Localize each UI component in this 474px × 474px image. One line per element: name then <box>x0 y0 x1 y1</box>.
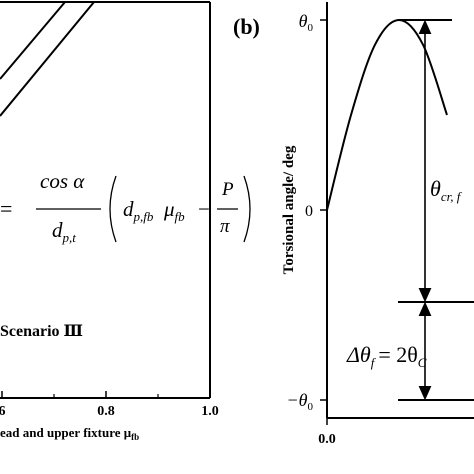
delta-theta-label-rhs-sub: C <box>418 355 427 370</box>
equation-numerator: cos α <box>40 169 85 193</box>
panel-b-ytick-label-top: θ0 <box>299 11 314 34</box>
equation-lhs: = <box>0 196 12 221</box>
panel-a-xtick-label-1: 0.8 <box>97 404 115 419</box>
delta-theta-label-rhs: = 2θ <box>378 342 417 367</box>
theta-cr-label-bg <box>429 170 474 208</box>
equation-paren-right <box>243 175 251 243</box>
equation-denominator-sub: p,t <box>62 230 77 245</box>
theta-cr-label: θcr, f <box>430 176 463 204</box>
equation-term2-main: μ <box>163 197 175 221</box>
equation-paren-left <box>109 175 117 243</box>
equation-denominator: dp,t <box>52 218 76 245</box>
panel-b-ytick-top-main: θ <box>299 11 308 31</box>
panel-b-ytick-top-sub: 0 <box>308 22 314 34</box>
panel-b: (b) θ0 0 −θ0 Torsional angle/ deg 0.0 <box>233 2 474 447</box>
panel-b-ytick-label-bottom: −θ0 <box>287 390 314 413</box>
delta-theta-label-main: Δθ <box>346 342 371 367</box>
equation-frac2-num: P <box>221 179 234 200</box>
equation-term2: μfb <box>163 197 185 224</box>
panel-a-band-line-inner <box>0 1 95 117</box>
equation-term1-sub: p,fb <box>133 209 154 224</box>
panel-b-ytick-label-zero: 0 <box>305 203 313 220</box>
panel-b-ylabel: Torsional angle/ deg <box>281 145 297 274</box>
delta-theta-label: Δθf= 2θC <box>346 342 427 370</box>
equation-frac2-den: π <box>220 216 230 237</box>
panel-a-xlabel-sub: fb <box>131 432 139 442</box>
panel-b-xtick-label-0: 0.0 <box>318 432 336 447</box>
panel-a-xtick-label-2: 1.0 <box>201 404 219 419</box>
panel-a-equation: = cos α dp,t dp,fb μfb − P π <box>0 169 251 245</box>
equation-term1: dp,fb <box>123 197 154 224</box>
equation-term2-sub: fb <box>175 209 186 224</box>
panel-a: 6 0.8 1.0 ead and upper fixture μfb = co… <box>0 1 251 442</box>
scenario-label: Scenario Ⅲ <box>0 323 83 340</box>
delta-theta-label-bg <box>345 336 474 374</box>
delta-theta-label-sub: f <box>371 355 377 370</box>
theta-cr-label-sub: cr, f <box>441 189 463 204</box>
panel-b-ytick-bottom-main: −θ <box>287 390 308 410</box>
panel-a-xtick-label-0: 6 <box>0 404 6 419</box>
panel-a-xlabel: ead and upper fixture μfb <box>0 425 139 442</box>
panel-b-label: (b) <box>233 14 260 39</box>
panel-a-band-line-outer <box>0 1 66 80</box>
panel-a-xlabel-main: ead and upper fixture μ <box>0 425 132 440</box>
theta-cr-label-main: θ <box>430 176 441 201</box>
panel-b-ytick-bottom-sub: 0 <box>308 401 314 413</box>
equation-denominator-main: d <box>52 218 63 242</box>
equation-minus: − <box>198 197 210 221</box>
equation-term1-main: d <box>123 197 134 221</box>
